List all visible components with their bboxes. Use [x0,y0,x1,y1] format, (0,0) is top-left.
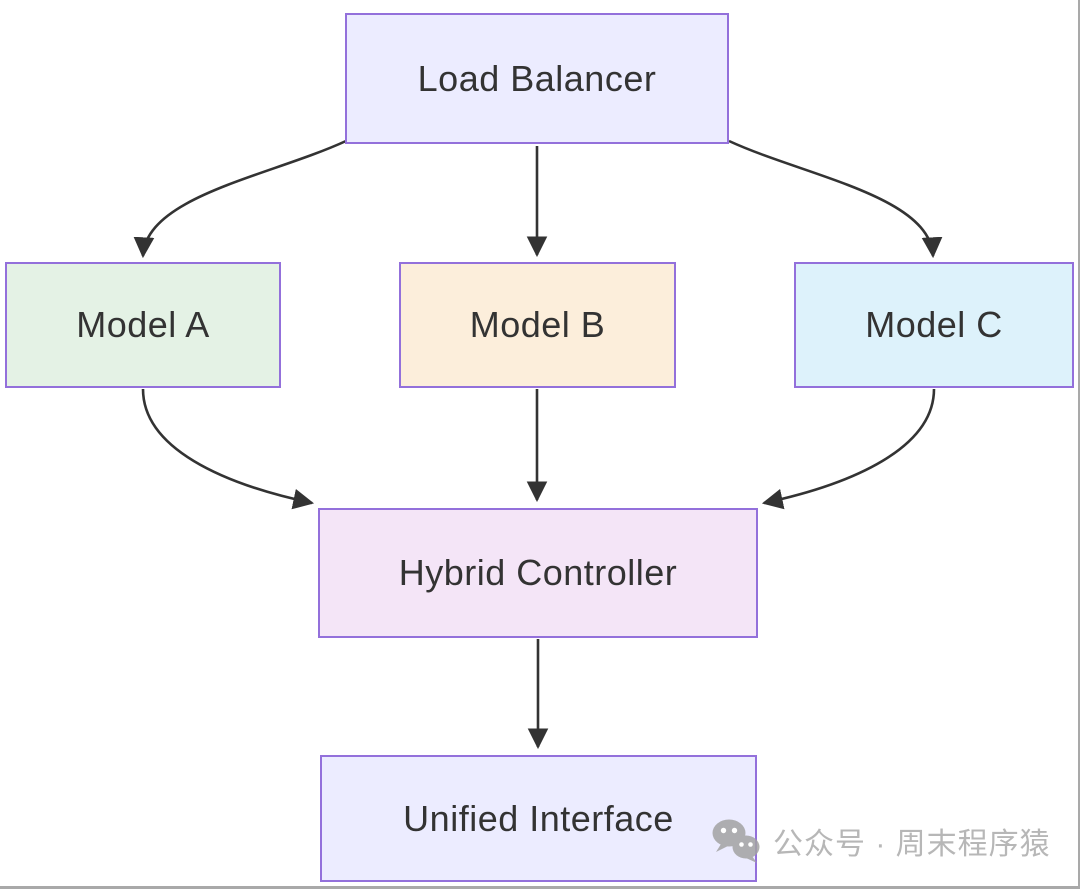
edge-load-balancer-to-model-c [728,139,943,259]
edge-load-balancer-to-model-a [133,139,347,259]
node-model-c: Model C [794,262,1074,388]
watermark-text: 公众号 · 周末程序猿 [773,828,1051,861]
node-model-a: Model A [5,262,281,388]
node-hybrid-controller: Hybrid Controller [318,508,758,638]
watermark: 公众号 · 周末程序猿 [712,818,1051,864]
node-model-a-label: Model A [76,304,210,345]
node-load-balancer: Load Balancer [345,13,729,144]
node-hybrid-controller-label: Hybrid Controller [398,552,678,593]
node-model-b: Model B [399,262,676,388]
node-unified-interface-label: Unified Interface [403,797,674,839]
node-model-c-label: Model C [865,304,1003,345]
node-load-balancer-label: Load Balancer [417,57,657,99]
edge-model-a-to-hybrid-controller [141,388,315,510]
node-unified-interface: Unified Interface [320,755,757,882]
edge-model-c-to-hybrid-controller [761,388,936,510]
node-model-b-label: Model B [469,304,606,345]
